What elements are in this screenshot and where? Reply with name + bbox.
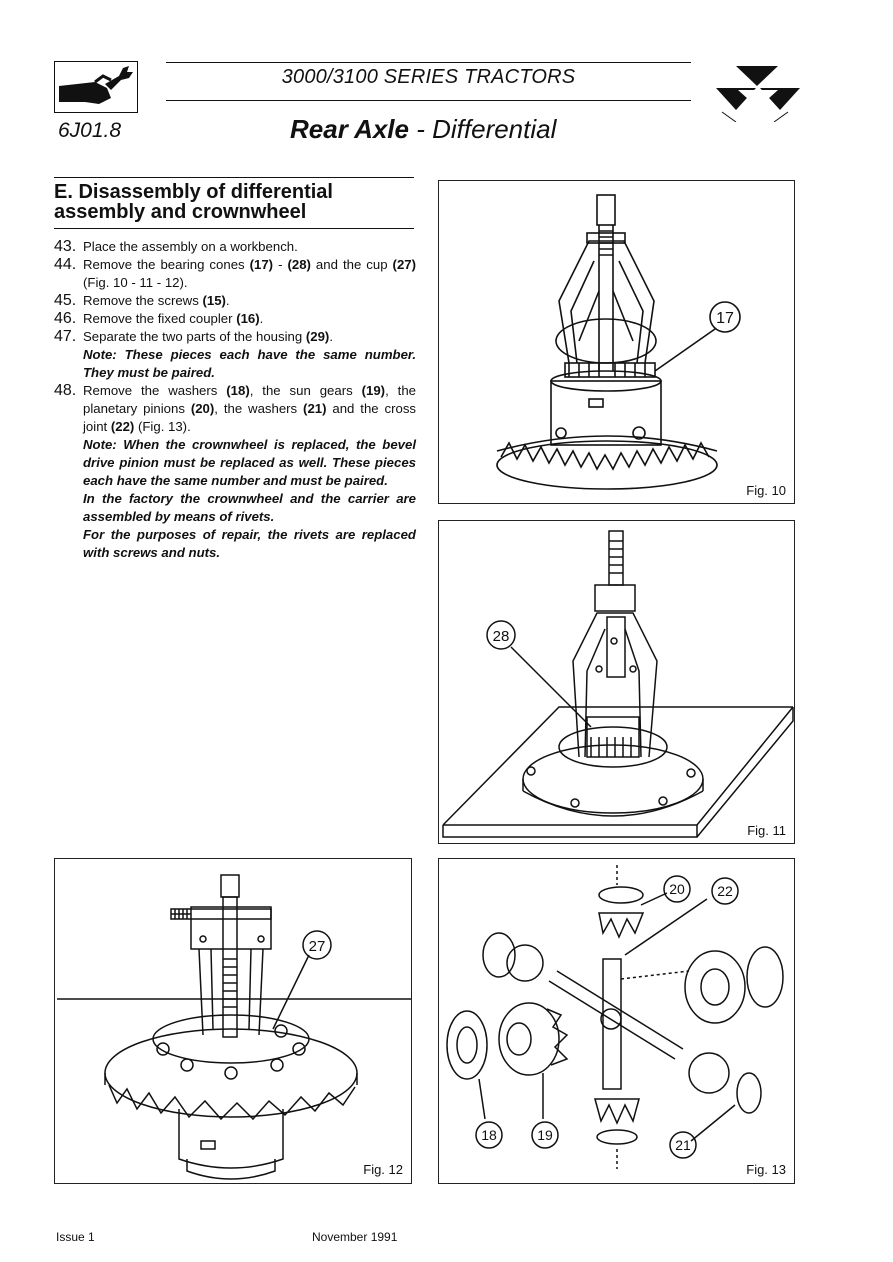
step-text-fragment: - [273,257,288,272]
part-reference: (19) [361,383,386,398]
step-number: 46. [54,310,77,327]
page-title: Rear Axle - Differential [290,114,556,145]
step-text: Remove the bearing cones (17) - (28) and… [83,256,416,292]
header-rule-top [166,62,691,63]
page-code: 6J01.8 [58,119,122,142]
step-item: 43. Place the assembly on a workbench. [54,238,416,256]
footer-issue: Issue 1 [56,1230,95,1244]
step-text: Remove the fixed coupler (16). [83,310,416,328]
callout-22: 22 [717,883,733,899]
title-bold: Rear Axle [290,114,409,144]
step-text-fragment: . [225,293,230,308]
part-reference: (15) [202,293,226,308]
step-text-fragment: , the planetary pinions [83,383,416,416]
step-text-fragment: Place the assembly on a workbench. [83,239,298,254]
hand-wrench-icon [59,66,133,104]
callout-21: 21 [675,1137,691,1153]
figure-10: 17 Fig. 10 [438,180,795,504]
service-logo [54,61,138,113]
step-text: Remove the screws (15). [83,292,416,310]
step-note: For the purposes of repair, the rivets a… [83,527,416,560]
step-note: In the factory the crownwheel and the ca… [83,491,416,524]
step-item: 47. Separate the two parts of the housing… [54,328,416,382]
figure-13: 20 22 18 19 21 Fig. 13 [438,858,795,1184]
bearing-puller-on-differential-drawing: 17 [496,194,741,490]
step-number: 43. [54,238,77,255]
part-reference: (29) [305,329,330,344]
step-number: 47. [54,328,77,345]
callout-28: 28 [493,628,510,645]
title-rest: - Differential [409,114,557,144]
part-reference: (28) [287,257,311,272]
step-text-fragment: , the washers [214,401,304,416]
step-number: 44. [54,256,77,273]
figure-10-caption: Fig. 10 [746,483,786,498]
part-reference: (22) [110,419,135,434]
brand-triangles-logo [716,60,800,127]
step-text-fragment: , the sun gears [249,383,362,398]
section-rule-top [54,177,414,178]
step-text: Place the assembly on a workbench. [83,238,416,256]
part-reference: (27) [392,257,416,272]
step-text: Separate the two parts of the housing (2… [83,328,416,382]
figure-11-caption: Fig. 11 [747,823,786,838]
part-reference: (21) [303,401,327,416]
step-text-fragment: Remove the fixed coupler [83,311,237,326]
step-item: 48. Remove the washers (18), the sun gear… [54,382,416,562]
step-text-fragment: and the cup [310,257,393,272]
section-heading-line1: E. Disassembly of differential [54,181,333,203]
part-reference: (20) [190,401,215,416]
step-text-fragment: . [259,311,264,326]
step-text-fragment: . [329,329,333,344]
puller-on-bearing-drawing: 28 [442,530,794,838]
part-reference: (16) [236,311,260,326]
callout-19: 19 [537,1127,553,1143]
callout-17: 17 [716,310,734,327]
footer-date: November 1991 [312,1230,398,1244]
step-text-fragment: and the cross joint [83,401,417,434]
step-number: 48. [54,382,77,399]
part-reference: (17) [249,257,274,272]
puller-on-cup-drawing: 27 [57,874,411,1180]
figure-12: 27 Fig. 12 [54,858,412,1184]
step-text-fragment: Separate the two parts of the housing [83,329,306,344]
step-text-fragment: (Fig. 10 - 11 - 12). [83,275,188,290]
figure-12-caption: Fig. 12 [363,1162,403,1177]
section-rule-bottom [54,228,414,229]
step-item: 46. Remove the fixed coupler (16). [54,310,416,328]
callout-20: 20 [669,881,685,897]
step-text-fragment: (Fig. 13). [134,419,191,434]
section-heading: E. Disassembly of differential assembly … [54,182,416,222]
step-note: Note: These pieces each have the same nu… [83,347,416,380]
step-note: Note: When the crownwheel is replaced, t… [83,437,416,488]
differential-gears-exploded-drawing: 20 22 18 19 21 [446,865,784,1169]
step-text-fragment: Remove the bearing cones [83,257,250,272]
step-item: 45. Remove the screws (15). [54,292,416,310]
figure-11: 28 Fig. 11 [438,520,795,844]
step-text-fragment: Remove the screws [83,293,203,308]
step-item: 44. Remove the bearing cones (17) - (28) … [54,256,416,292]
step-number: 45. [54,292,77,309]
callout-18: 18 [481,1127,497,1143]
step-text-fragment: Remove the washers [83,383,227,398]
section-heading-line2: assembly and crownwheel [54,201,307,223]
figure-13-caption: Fig. 13 [746,1162,786,1177]
header-rule-bottom [166,100,691,101]
callout-27: 27 [309,938,326,955]
series-title: 3000/3100 SERIES TRACTORS [281,66,576,88]
step-text: Remove the washers (18), the sun gears (… [83,382,416,562]
part-reference: (18) [226,383,250,398]
step-list: 43. Place the assembly on a workbench. 44.… [54,238,416,562]
